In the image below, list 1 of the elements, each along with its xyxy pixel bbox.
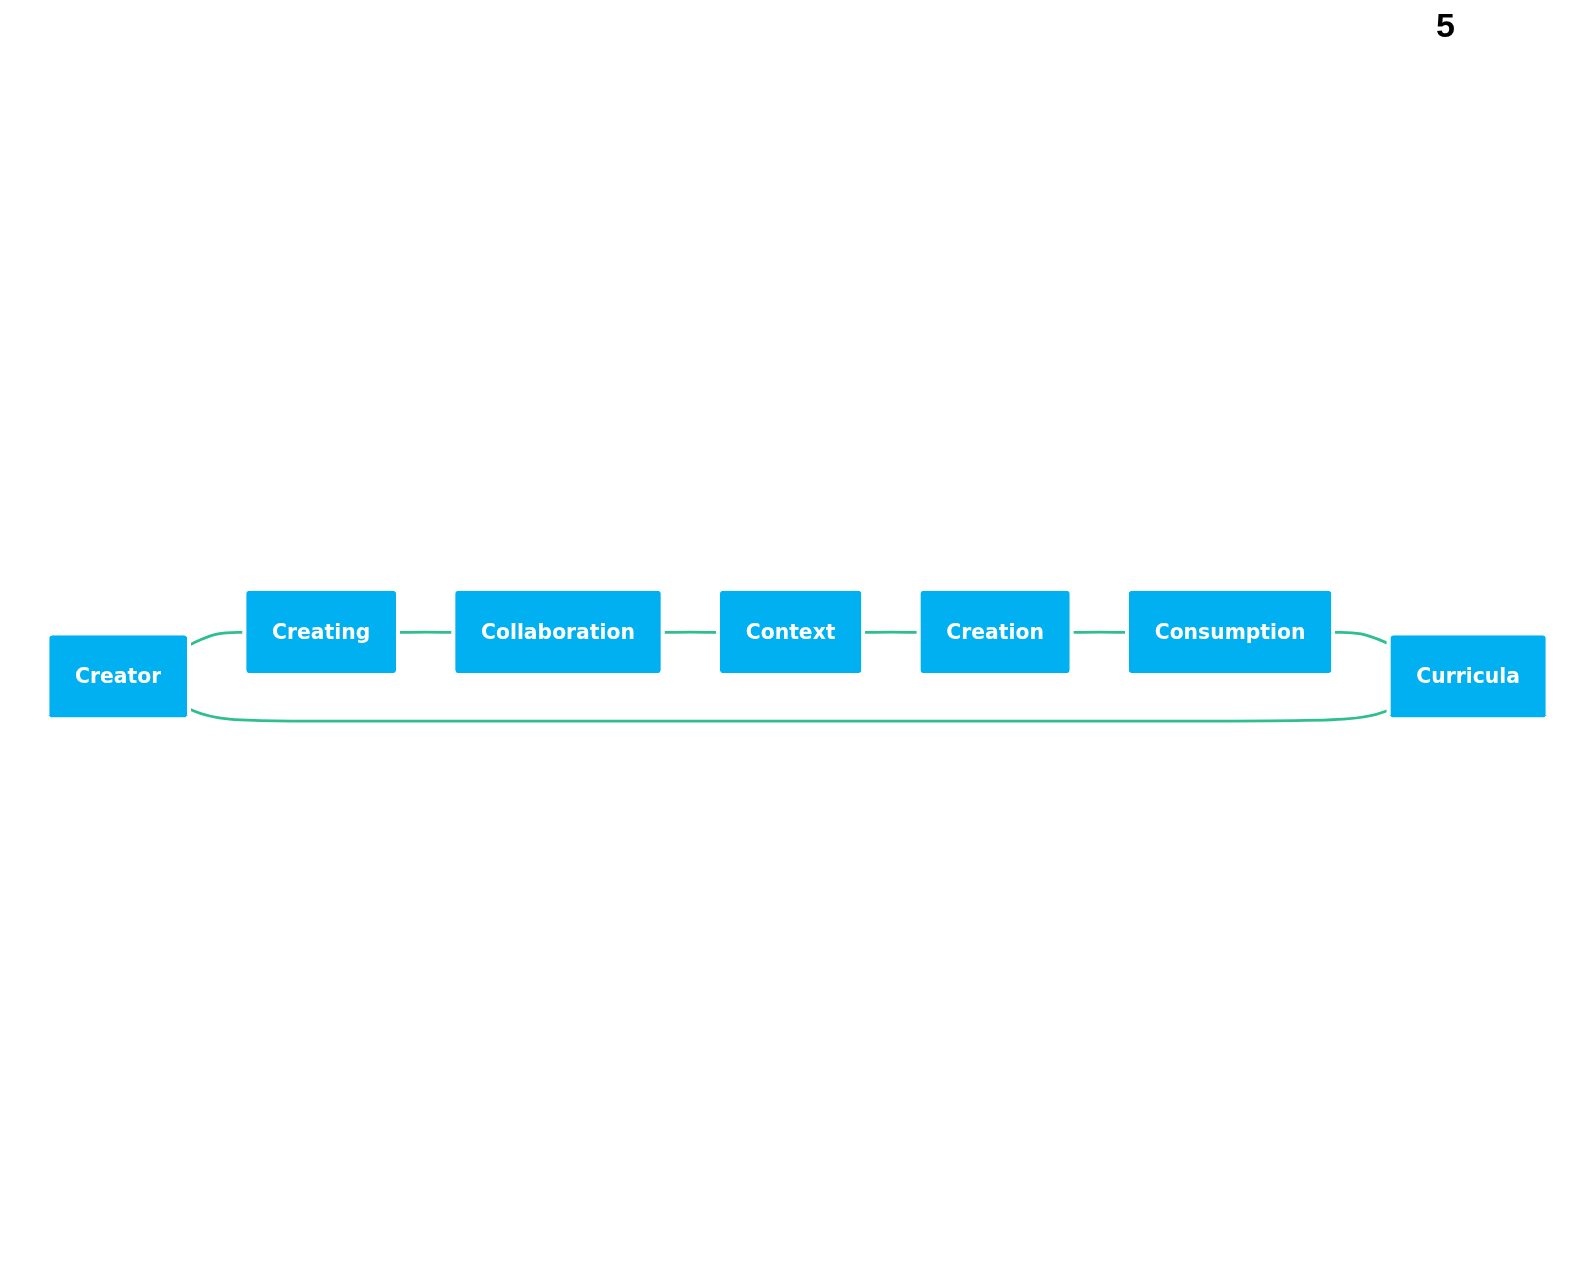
page-number: 5 [1436, 6, 1455, 45]
